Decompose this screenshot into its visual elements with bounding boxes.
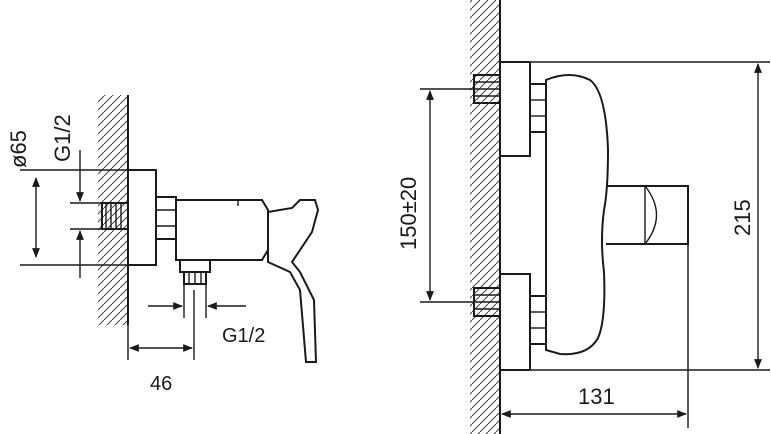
dim-diameter-label: ø65 — [6, 130, 31, 168]
wall-hatch-right — [470, 0, 500, 434]
front-view: 150±20 215 131 — [396, 0, 770, 434]
top-rosette — [499, 61, 531, 157]
dim-depth-label: 131 — [578, 384, 615, 409]
mixer-body-side — [175, 199, 269, 261]
dim-offset-label: 46 — [150, 373, 172, 395]
outlet-nut — [179, 259, 211, 273]
lever-handle-side — [267, 199, 320, 363]
mixer-body-front — [545, 74, 610, 356]
lever-handle-front — [606, 185, 689, 245]
top-nut — [529, 83, 547, 133]
dim-thread-inlet-label: G1/2 — [50, 114, 75, 162]
bottom-rosette — [499, 273, 531, 371]
side-view: ø65 G1/2 G1/2 46 — [6, 95, 320, 395]
connector-nut — [155, 196, 177, 240]
bottom-nut — [529, 295, 547, 345]
dim-spacing-label: 150±20 — [396, 177, 421, 250]
dim-thread-outlet-label: G1/2 — [222, 325, 265, 347]
dim-height-label: 215 — [730, 199, 755, 236]
rosette — [127, 169, 157, 266]
